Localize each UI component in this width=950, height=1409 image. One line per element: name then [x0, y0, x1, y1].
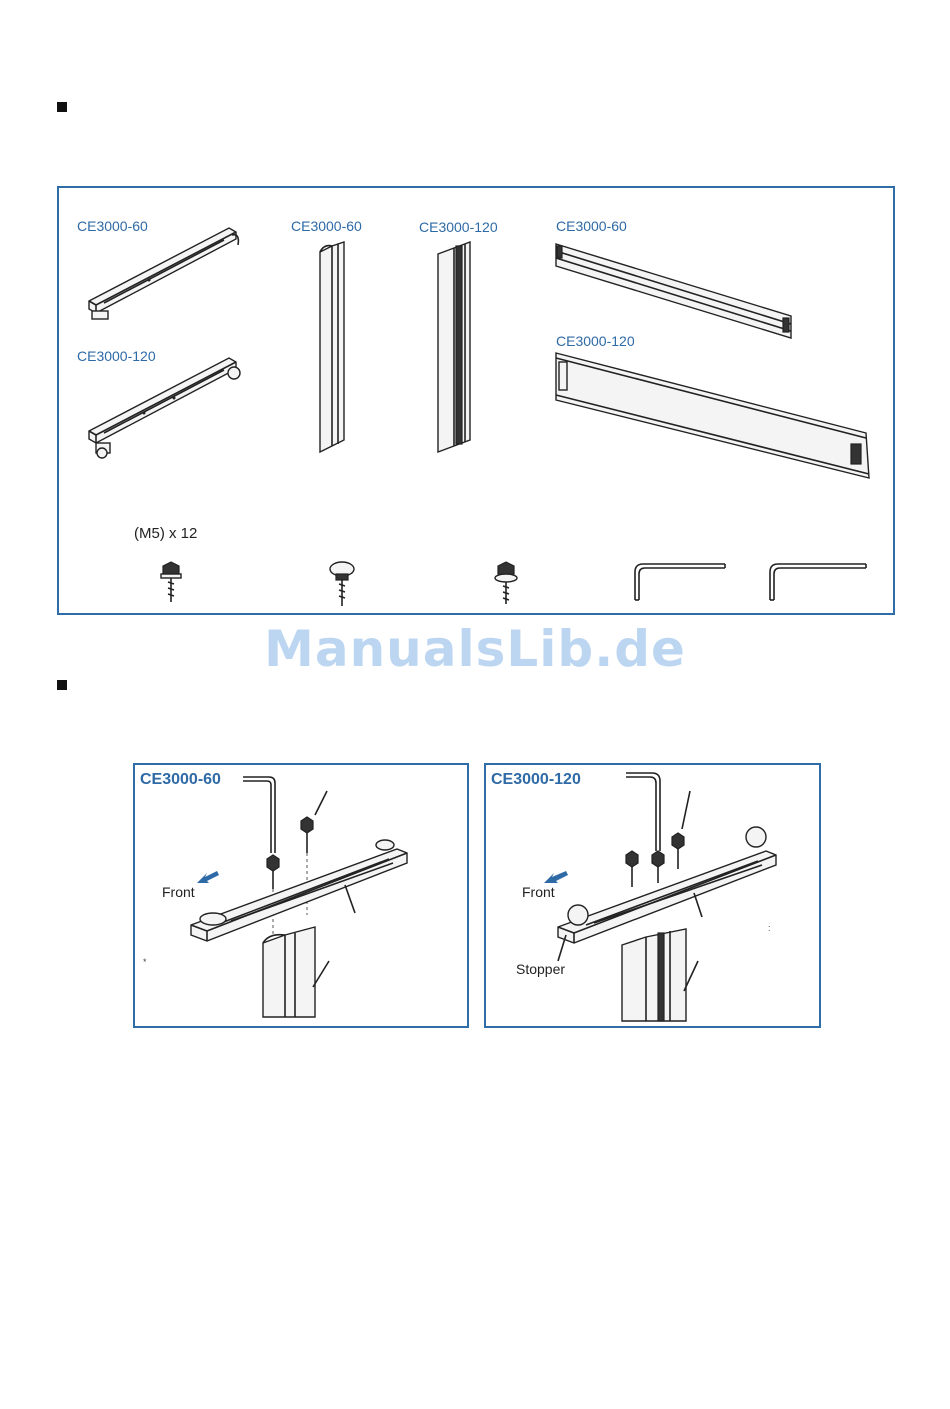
stay-120-illustration	[551, 348, 876, 488]
assembly-illustration-60: *	[135, 765, 471, 1030]
pole-60-illustration	[314, 240, 354, 455]
flange-bolt-icon	[493, 562, 519, 608]
watermark: ManualsLib.de	[0, 620, 950, 678]
screw-quantity-note: (M5) x 12	[134, 525, 197, 542]
pole-120-illustration	[434, 240, 479, 455]
assembly-panel-120: CE3000-120 Front Stopper :	[484, 763, 821, 1028]
label-stay-60: CE3000-60	[556, 218, 627, 234]
label-pole-60: CE3000-60	[291, 218, 362, 234]
thumb-screw-icon	[327, 562, 357, 610]
base-120-illustration	[84, 353, 244, 468]
assembly-panel-60: CE3000-60 Front *	[133, 763, 469, 1028]
stay-60-illustration	[551, 236, 796, 346]
hex-key-icon-large	[764, 560, 869, 604]
parts-panel: CE3000-60 CE3000-120 CE3000-60 CE3000-12…	[57, 186, 895, 615]
svg-text::: :	[768, 923, 771, 933]
svg-text:*: *	[143, 957, 147, 967]
hex-bolt-icon	[159, 562, 183, 606]
hex-key-icon-small	[629, 560, 729, 604]
section-bullet-parts	[57, 102, 67, 112]
base-60-illustration	[84, 223, 244, 333]
assembly-illustration-120: :	[486, 765, 823, 1030]
label-pole-120: CE3000-120	[419, 219, 498, 235]
section-bullet-assembly	[57, 680, 67, 690]
